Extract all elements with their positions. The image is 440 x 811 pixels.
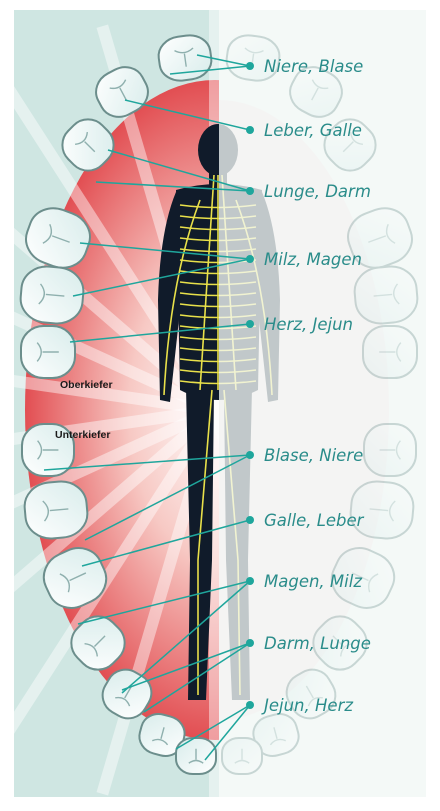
lower-organ-label: Darm, Lunge [264,634,371,653]
upper-organ-label: Herz, Jejun [264,315,353,334]
tooth-right-7 [364,424,416,476]
upper-connector-dot [246,320,254,328]
upper-connector-dot [246,187,254,195]
tooth-right-13 [222,738,262,774]
upper-connector-dot [246,126,254,134]
lower-organ-label: Magen, Milz [264,572,362,591]
tooth-left-8 [23,479,90,540]
tooth-right-8 [349,479,416,540]
tooth-right-6 [363,326,417,378]
lower-organ-label: Galle, Leber [264,511,365,530]
tooth-right-5 [353,264,420,325]
upper-connector-dot [246,255,254,263]
lower-connector-dot [246,516,254,524]
lower-organ-label: Blase, Niere [264,446,363,465]
lower-connector-dot [246,451,254,459]
lower-connector-dot [246,701,254,709]
upper-organ-label: Niere, Blase [264,57,363,76]
upper-organ-label: Lunge, Darm [264,182,371,201]
lower-connector-dot [246,639,254,647]
upper-jaw-label: Oberkiefer [60,379,113,391]
upper-connector-dot [246,62,254,70]
lower-jaw-label: Unterkiefer [55,429,110,441]
tooth-left-13 [176,738,216,774]
lower-connector-dot [246,577,254,585]
upper-organ-label: Milz, Magen [264,250,362,269]
lower-organ-label: Jejun, Herz [261,696,353,715]
tooth-left-6 [21,326,75,378]
upper-organ-label: Leber, Galle [264,121,362,140]
